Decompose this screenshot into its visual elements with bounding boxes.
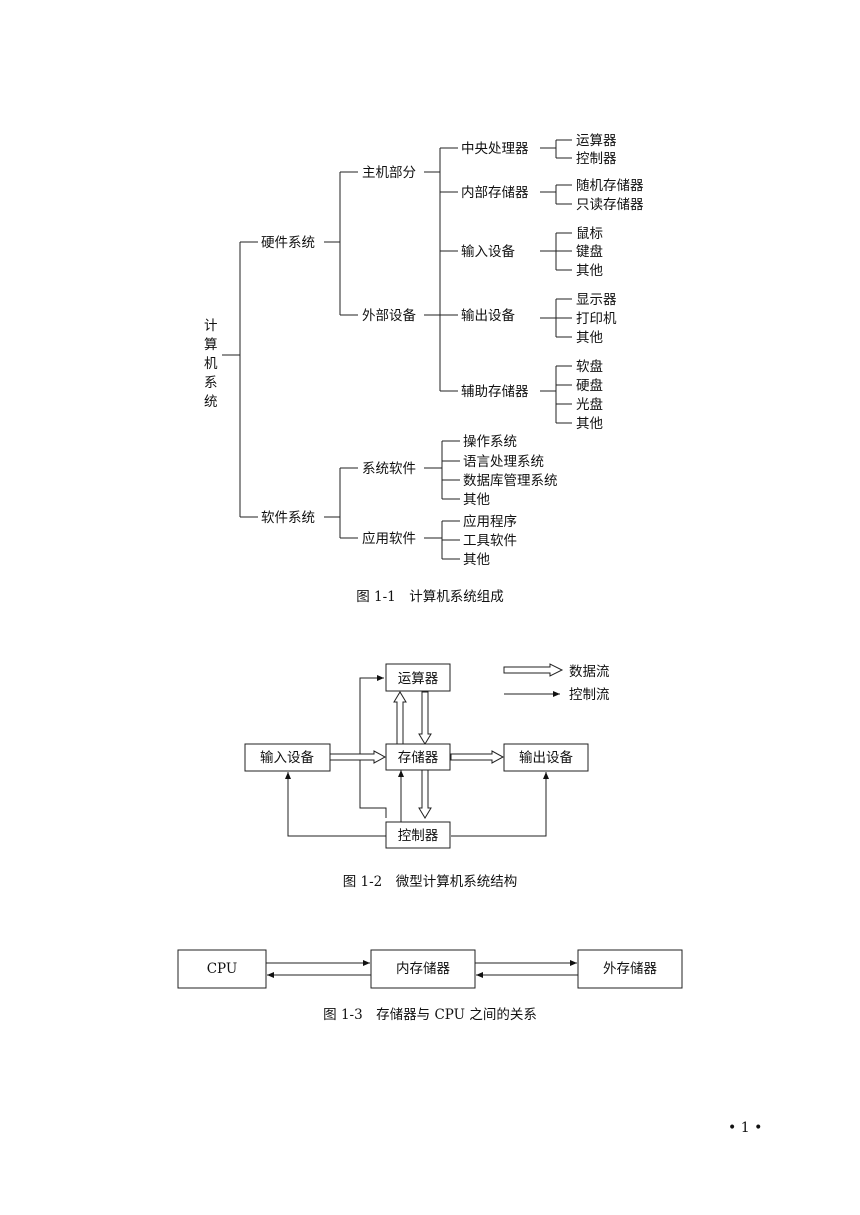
label-cpu: CPU bbox=[207, 961, 238, 977]
root-char-2: 算 bbox=[204, 337, 218, 353]
data-arrow-memory-to-output bbox=[450, 750, 505, 764]
node-os: 操作系统 bbox=[463, 434, 517, 450]
node-sys-other: 其他 bbox=[463, 492, 490, 508]
box-controller bbox=[385, 821, 451, 849]
caption-fig-1-3: 图 1-3 存储器与 CPU 之间的关系 bbox=[323, 1007, 537, 1023]
node-app-other: 其他 bbox=[463, 552, 490, 568]
node-host: 主机部分 bbox=[362, 165, 416, 181]
root-char-1: 计 bbox=[204, 318, 218, 334]
box-memory bbox=[385, 743, 451, 771]
legend-data-label: 数据流 bbox=[569, 664, 610, 680]
node-alu: 运算器 bbox=[576, 133, 617, 149]
box-output bbox=[503, 743, 589, 772]
box-internal bbox=[370, 949, 476, 989]
node-app-sw: 应用软件 bbox=[362, 530, 416, 547]
node-lang-proc: 语言处理系统 bbox=[463, 454, 544, 470]
label-alu: 运算器 bbox=[398, 671, 439, 687]
node-internal-mem: 内部存储器 bbox=[461, 185, 529, 201]
control-arrow-to-output bbox=[451, 772, 549, 837]
node-input-other: 其他 bbox=[576, 263, 603, 279]
node-cu: 控制器 bbox=[576, 151, 617, 167]
figure-1-3-relationship: CPU 内存储器 外存储器 图 1-3 存储器与 CPU 之间的关系 bbox=[177, 949, 683, 1023]
node-output: 输出设备 bbox=[461, 307, 515, 324]
node-tools: 工具软件 bbox=[463, 533, 517, 549]
node-hardware: 硬件系统 bbox=[261, 235, 315, 251]
data-arrow-input-to-memory bbox=[329, 750, 387, 764]
caption-fig-1-2: 图 1-2 微型计算机系统结构 bbox=[343, 874, 518, 890]
label-memory: 存储器 bbox=[398, 750, 439, 766]
box-input bbox=[244, 743, 331, 772]
node-peripheral: 外部设备 bbox=[362, 307, 416, 324]
root-char-5: 统 bbox=[204, 394, 218, 410]
root-char-4: 系 bbox=[204, 375, 218, 391]
label-external: 外存储器 bbox=[603, 961, 657, 977]
node-rom: 只读存储器 bbox=[576, 197, 644, 213]
node-system-sw: 系统软件 bbox=[362, 461, 416, 477]
node-ram: 随机存储器 bbox=[576, 178, 644, 194]
figure-1-2-structure: 运算器 存储器 输入设备 输出设备 控制器 数据流 控制流 图 1-2 微型计算… bbox=[244, 663, 610, 890]
legend-control-label: 控制流 bbox=[569, 687, 610, 703]
node-keyboard: 键盘 bbox=[576, 243, 603, 260]
caption-fig-1-1: 图 1-1 计算机系统组成 bbox=[356, 589, 504, 605]
node-output-other: 其他 bbox=[576, 330, 603, 346]
node-optical: 光盘 bbox=[576, 396, 603, 413]
node-monitor: 显示器 bbox=[576, 292, 617, 308]
label-internal: 内存储器 bbox=[396, 961, 450, 977]
figure-1-1-tree: 计 算 机 系 统 硬件系统 软件系统 主机部分 外部设备 中央处理器 内部存储… bbox=[204, 133, 644, 605]
label-output: 输出设备 bbox=[519, 749, 573, 766]
node-floppy: 软盘 bbox=[576, 358, 603, 375]
control-arrow-to-input bbox=[285, 772, 386, 837]
data-arrow-alu-to-memory bbox=[418, 691, 432, 745]
legend-data-arrow bbox=[503, 663, 564, 677]
box-cpu bbox=[177, 949, 267, 989]
node-printer: 打印机 bbox=[576, 310, 617, 327]
node-aux-other: 其他 bbox=[576, 416, 603, 432]
node-cpu: 中央处理器 bbox=[461, 141, 529, 157]
node-dbms: 数据库管理系统 bbox=[463, 473, 558, 489]
data-arrow-memory-to-controller bbox=[418, 769, 432, 819]
node-aux: 辅助存储器 bbox=[461, 384, 529, 400]
node-root: 计 算 机 系 统 bbox=[204, 318, 218, 410]
node-input: 输入设备 bbox=[461, 243, 515, 260]
node-hard-disk: 硬盘 bbox=[576, 377, 603, 394]
control-arrow-to-alu bbox=[359, 675, 387, 818]
page-number: • 1 • bbox=[728, 1120, 763, 1136]
label-controller: 控制器 bbox=[398, 828, 439, 844]
data-arrow-memory-to-alu bbox=[393, 691, 407, 745]
label-input: 输入设备 bbox=[260, 749, 314, 766]
node-mouse: 鼠标 bbox=[576, 226, 603, 242]
node-app-prog: 应用程序 bbox=[463, 513, 517, 530]
node-software: 软件系统 bbox=[261, 510, 315, 526]
root-char-3: 机 bbox=[204, 356, 218, 372]
box-alu bbox=[385, 663, 451, 692]
box-external bbox=[577, 949, 683, 989]
